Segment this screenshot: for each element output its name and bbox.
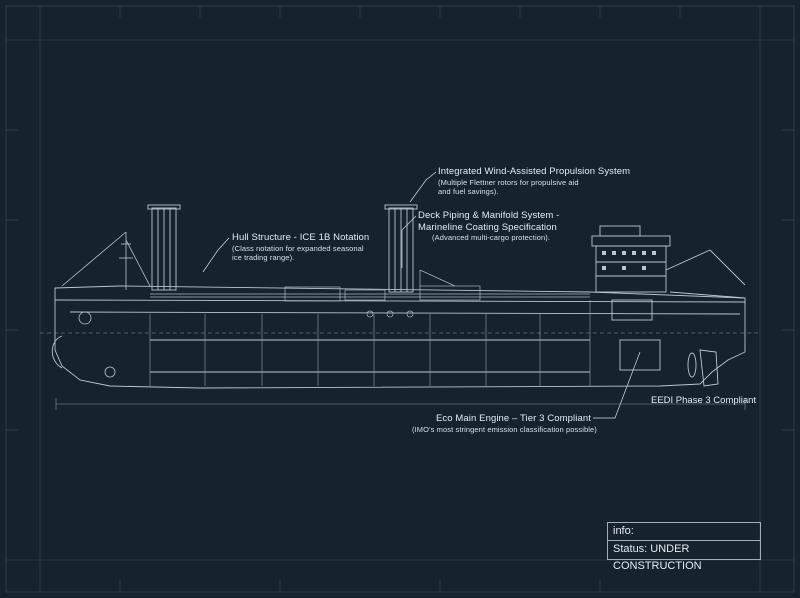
annotation-title: Deck Piping & Manifold System - (418, 210, 560, 221)
annotation-detail: (IMO's most stringent emission classific… (412, 424, 597, 434)
annotation-main-engine: Eco Main Engine – Tier 3 Compliant (IMO'… (412, 413, 597, 434)
annotation-hull-structure: Hull Structure - ICE 1B Notation (Class … (232, 232, 369, 263)
annotation-detail: (Class notation for expanded seasonal (232, 243, 364, 253)
superstructure (591, 225, 746, 371)
annotation-detail: ice trading range). (232, 253, 295, 262)
forward-mast (61, 231, 151, 378)
superstructure-windows (602, 251, 656, 270)
annotation-wind-propulsion: Integrated Wind-Assisted Propulsion Syst… (438, 166, 630, 197)
annotation-deck-piping: Deck Piping & Manifold System - Marineli… (418, 210, 559, 243)
leader-lines (202, 171, 641, 419)
deck-piping (150, 269, 590, 318)
annotation-detail: (Advanced multi-cargo protection). (432, 233, 551, 242)
annotation-title: Hull Structure - ICE 1B Notation (232, 232, 370, 243)
annotation-title: Integrated Wind-Assisted Propulsion Syst… (438, 166, 631, 177)
flettner-rotor-aft (384, 204, 418, 293)
bulkheads (149, 300, 591, 386)
annotation-title: Eco Main Engine – Tier 3 Compliant (436, 413, 591, 424)
status-text: Status: UNDER CONSTRUCTION (613, 543, 702, 572)
annotation-detail: and fuel savings). (438, 187, 499, 196)
rudder-propeller (687, 349, 719, 387)
eedi-label: EEDI Phase 3 Compliant (651, 395, 757, 406)
annotation-detail: (Multiple Flettner rotors for propulsive… (438, 177, 579, 187)
dimension-line (40, 332, 760, 410)
flettner-rotor-forward (147, 204, 181, 291)
info-label: info: (608, 523, 760, 541)
frame-ticks (6, 6, 794, 592)
info-panel: info: Status: UNDER CONSTRUCTION (607, 522, 761, 572)
drawing-frame (5, 5, 795, 593)
annotation-title: Marineline Coating Specification (418, 221, 557, 233)
ship-hull (51, 285, 746, 389)
